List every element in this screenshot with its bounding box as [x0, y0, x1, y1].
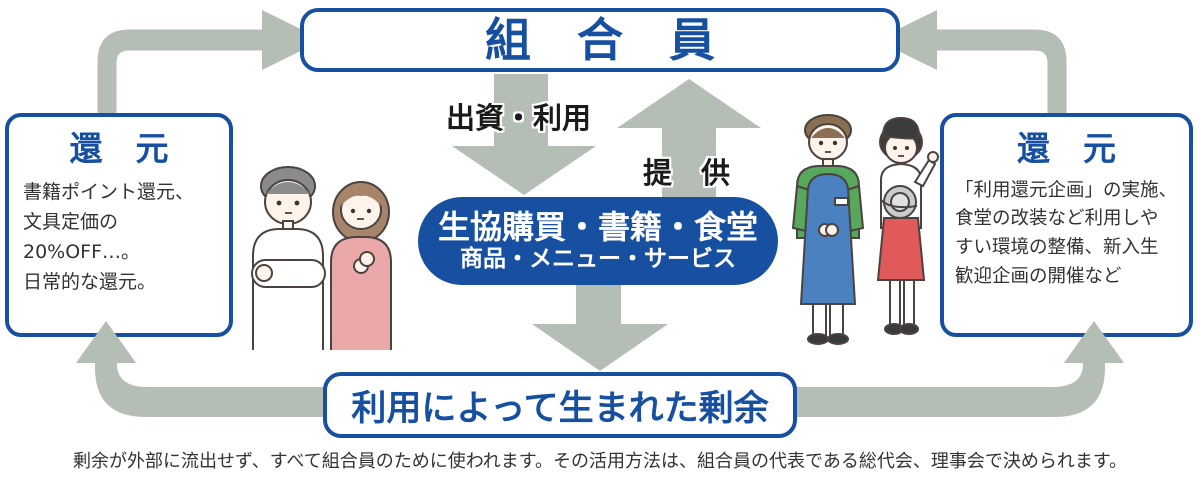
arrow-top-right-icon	[876, 10, 1067, 116]
return-left-line: 文具定価の	[23, 210, 119, 233]
return-left-box: 還 元 書籍ポイント還元、 文具定価の 20%OFF…。 日常的な還元。	[5, 113, 233, 337]
surplus-box-label: 利用によって生まれた剰余	[351, 388, 769, 429]
student-male	[251, 166, 326, 350]
return-right-line: 「利用還元企画」の実施、	[955, 179, 1178, 201]
student-female	[330, 181, 392, 350]
two-students-illustration	[251, 166, 392, 350]
members-box-label: 組 合 員	[485, 13, 715, 67]
return-right-title: 還 元	[1017, 129, 1116, 168]
coop-services-line1: 生協購買・書籍・食堂	[437, 207, 758, 246]
return-right-line: 歓迎企画の開催など	[955, 266, 1122, 288]
return-right-line: 食堂の改装など利用しや	[955, 208, 1159, 230]
members-box: 組 合 員	[300, 8, 900, 72]
return-left-body: 書籍ポイント還元、 文具定価の 20%OFF…。 日常的な還元。	[9, 177, 229, 297]
return-left-line: 20%OFF…。	[23, 240, 141, 263]
provide-label: 提 供	[643, 156, 731, 190]
staff-male	[791, 114, 865, 345]
return-right-box: 還 元 「利用還元企画」の実施、 食堂の改装など利用しや すい環境の整備、新入生…	[940, 113, 1193, 337]
diagram-caption: 剰余が外部に流出せず、すべて組合員のために使われます。その活用方法は、組合員の代…	[72, 451, 1128, 472]
arrow-top-left-icon	[97, 10, 323, 116]
surplus-box: 利用によって生まれた剰余	[323, 372, 797, 438]
arrow-center-down-icon	[532, 283, 668, 371]
return-right-line: すい環境の整備、新入生	[955, 237, 1159, 259]
return-left-line: 日常的な還元。	[23, 270, 157, 293]
staff-female	[876, 116, 939, 335]
return-right-body: 「利用還元企画」の実施、 食堂の改装など利用しや すい環境の整備、新入生 歓迎企…	[944, 177, 1189, 292]
coop-services-line2: 商品・メニュー・サービス	[460, 245, 736, 272]
return-left-title: 還 元	[69, 129, 169, 168]
two-staff-illustration	[791, 114, 939, 345]
invest-use-label: 出資・利用	[446, 101, 592, 135]
coop-services-box: 生協購買・書籍・食堂 商品・メニュー・サービス	[418, 197, 778, 285]
return-left-line: 書籍ポイント還元、	[23, 180, 195, 203]
